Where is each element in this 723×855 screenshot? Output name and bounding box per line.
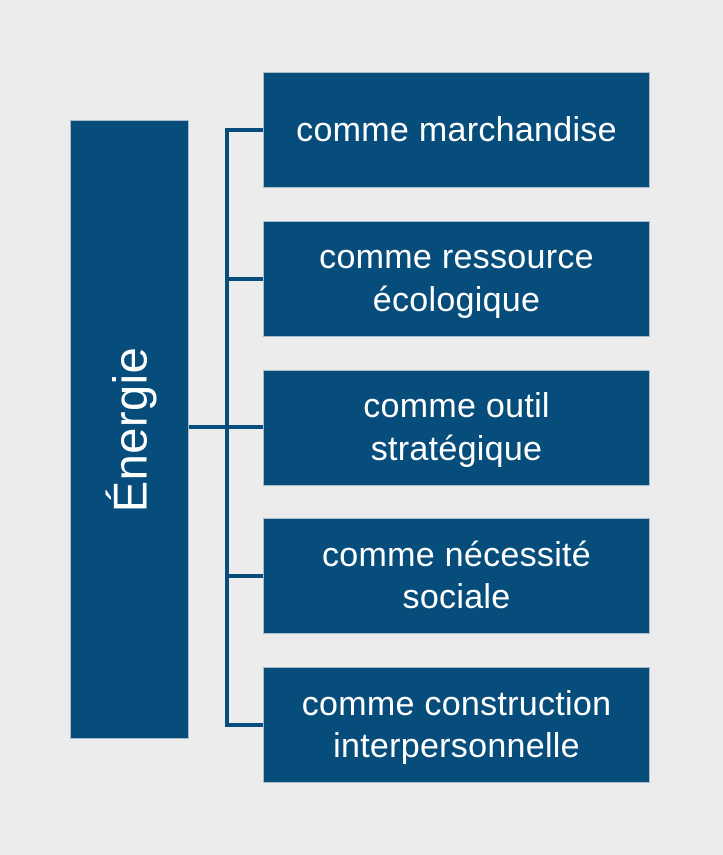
connector-stub-1: [225, 128, 263, 132]
branch-node-2: comme ressource écologique: [263, 220, 650, 337]
branch-node-5: comme construction interpersonnelle: [263, 667, 650, 783]
connector-stub-2: [225, 277, 263, 281]
branch-node-4: comme nécessité sociale: [263, 518, 650, 635]
connector-root-line: [189, 425, 263, 429]
connector-stub-5: [225, 723, 263, 727]
branch-node-1: comme marchandise: [263, 72, 650, 188]
branch-node-3: comme outil stratégique: [263, 369, 650, 486]
root-node-energie: Énergie: [70, 120, 189, 739]
connector-stub-4: [225, 574, 263, 578]
branch-column: comme marchandise comme ressource écolog…: [263, 72, 650, 783]
root-node-label: Énergie: [103, 346, 156, 513]
